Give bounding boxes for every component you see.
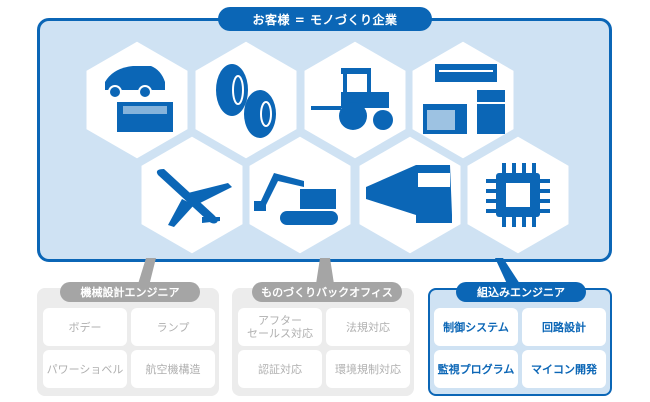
skill-cell: ランプ bbox=[131, 308, 215, 346]
industry-hex-car bbox=[83, 38, 191, 162]
industry-hex-train bbox=[356, 133, 464, 257]
skill-cell: 回路設計 bbox=[522, 308, 606, 346]
group-label-backoffice: ものづくりバックオフィス bbox=[252, 282, 402, 302]
chip-icon bbox=[486, 163, 550, 227]
skill-cell: マイコン開発 bbox=[522, 350, 606, 388]
skill-cell: 航空機構造 bbox=[131, 350, 215, 388]
industry-hex-airplane bbox=[138, 133, 246, 257]
pointer-embedded bbox=[495, 258, 520, 286]
skill-cell: 法規対応 bbox=[326, 308, 410, 346]
skill-cell: 監視プログラム bbox=[434, 350, 518, 388]
pointer-mechanical bbox=[138, 258, 156, 284]
appliances-icon bbox=[423, 64, 505, 134]
industry-hex-tractor bbox=[301, 38, 409, 162]
car-icon bbox=[105, 66, 173, 132]
pointer-backoffice bbox=[316, 258, 334, 284]
tire-icon bbox=[216, 64, 276, 138]
industry-hex-tire bbox=[192, 38, 300, 162]
skill-cell: 認証対応 bbox=[238, 350, 322, 388]
skill-cell: パワーショベル bbox=[43, 350, 127, 388]
airplane-icon bbox=[156, 169, 232, 227]
skill-cell: ボデー bbox=[43, 308, 127, 346]
industry-hex-appliances bbox=[409, 38, 517, 162]
page-title: お客様 = モノづくり企業 bbox=[218, 7, 432, 31]
excavator-icon bbox=[254, 173, 338, 225]
tractor-icon bbox=[311, 68, 393, 130]
group-label-embedded: 組込みエンジニア bbox=[456, 282, 586, 302]
skill-cell: 環境規制対応 bbox=[326, 350, 410, 388]
group-label-mechanical: 機械設計エンジニア bbox=[60, 282, 200, 302]
industry-hex-excavator bbox=[246, 133, 354, 257]
industry-hex-chip bbox=[464, 133, 572, 257]
train-icon bbox=[366, 165, 452, 223]
skill-cell: アフター セールス対応 bbox=[238, 308, 322, 346]
skill-cell: 制御システム bbox=[434, 308, 518, 346]
